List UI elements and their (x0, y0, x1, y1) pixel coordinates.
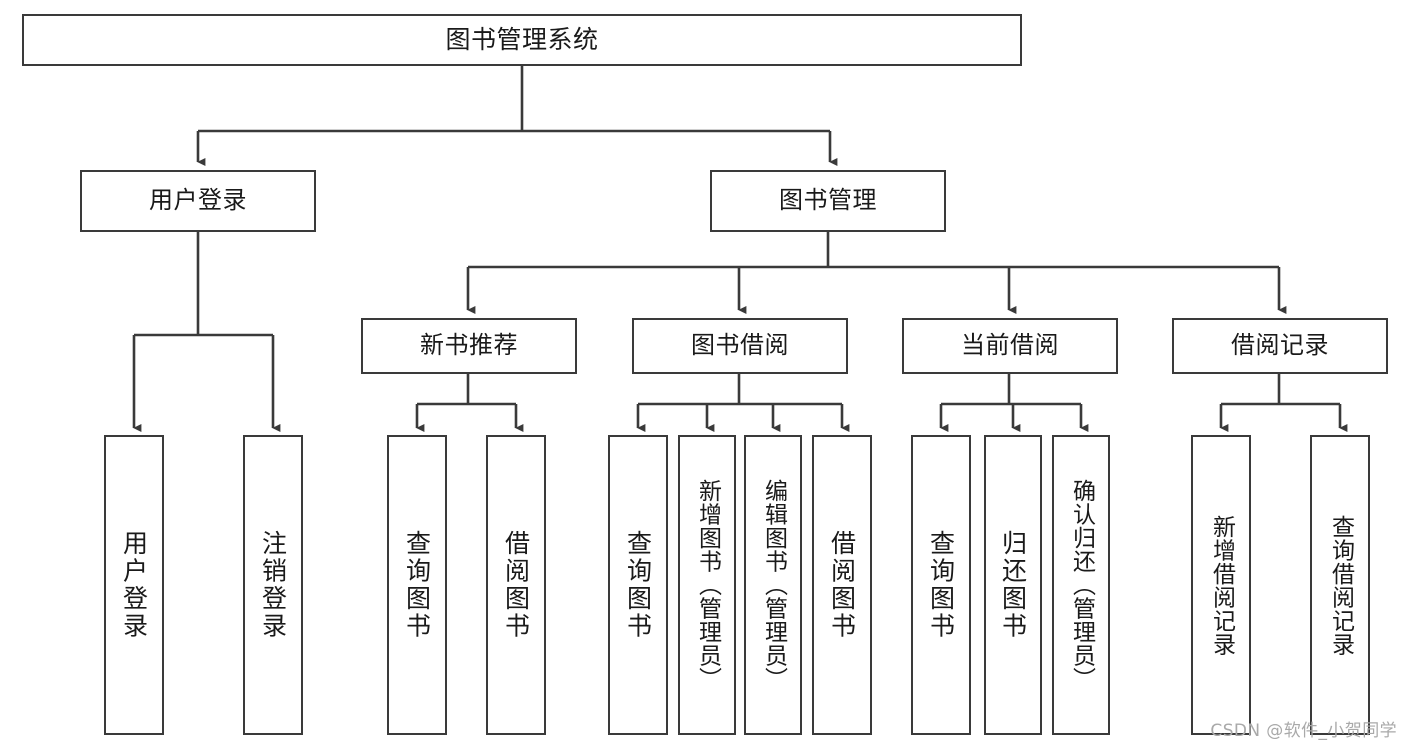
csdn-watermark: CSDN @软件_小贺同学 (1210, 721, 1397, 741)
node-leaf-query-book-borrow-label: 查询图书 (623, 530, 653, 640)
node-leaf-confirm-return-label: 确认归还（管理员） (1068, 479, 1095, 691)
node-leaf-return-book[interactable]: 归还图书 (984, 435, 1042, 735)
node-root[interactable]: 图书管理系统 (22, 14, 1022, 66)
node-book-management[interactable]: 图书管理 (710, 170, 946, 232)
node-user-login[interactable]: 用户登录 (80, 170, 316, 232)
node-borrow-record-label: 借阅记录 (1231, 331, 1329, 360)
node-leaf-user-login-label: 用户登录 (119, 530, 149, 640)
node-leaf-query-record-label: 查询借阅记录 (1327, 514, 1354, 656)
node-leaf-add-record[interactable]: 新增借阅记录 (1191, 435, 1251, 735)
node-leaf-borrow-book-label: 借阅图书 (827, 530, 857, 640)
node-new-book-recommend[interactable]: 新书推荐 (361, 318, 577, 374)
node-leaf-edit-book-label: 编辑图书（管理员） (760, 479, 787, 691)
node-new-book-recommend-label: 新书推荐 (420, 331, 518, 360)
node-leaf-borrow-book-rec[interactable]: 借阅图书 (486, 435, 546, 735)
node-user-login-label: 用户登录 (149, 186, 247, 215)
node-leaf-borrow-book[interactable]: 借阅图书 (812, 435, 872, 735)
node-borrow-record[interactable]: 借阅记录 (1172, 318, 1388, 374)
node-leaf-logout-label: 注销登录 (258, 530, 288, 640)
node-leaf-add-book-label: 新增图书（管理员） (694, 479, 721, 691)
node-leaf-query-book-current[interactable]: 查询图书 (911, 435, 971, 735)
node-leaf-return-book-label: 归还图书 (998, 530, 1028, 640)
node-leaf-query-book-current-label: 查询图书 (926, 530, 956, 640)
node-current-borrow-label: 当前借阅 (961, 331, 1059, 360)
node-leaf-logout[interactable]: 注销登录 (243, 435, 303, 735)
node-leaf-query-record[interactable]: 查询借阅记录 (1310, 435, 1370, 735)
node-leaf-edit-book[interactable]: 编辑图书（管理员） (744, 435, 802, 735)
node-leaf-add-record-label: 新增借阅记录 (1208, 514, 1235, 656)
node-leaf-user-login[interactable]: 用户登录 (104, 435, 164, 735)
node-book-borrow[interactable]: 图书借阅 (632, 318, 848, 374)
node-root-label: 图书管理系统 (445, 24, 599, 54)
node-leaf-query-book-rec-label: 查询图书 (402, 530, 432, 640)
node-leaf-confirm-return[interactable]: 确认归还（管理员） (1052, 435, 1110, 735)
node-leaf-query-book-borrow[interactable]: 查询图书 (608, 435, 668, 735)
node-current-borrow[interactable]: 当前借阅 (902, 318, 1118, 374)
node-book-management-label: 图书管理 (779, 186, 877, 215)
node-leaf-borrow-book-rec-label: 借阅图书 (501, 530, 531, 640)
node-book-borrow-label: 图书借阅 (691, 331, 789, 360)
node-leaf-add-book[interactable]: 新增图书（管理员） (678, 435, 736, 735)
node-leaf-query-book-rec[interactable]: 查询图书 (387, 435, 447, 735)
